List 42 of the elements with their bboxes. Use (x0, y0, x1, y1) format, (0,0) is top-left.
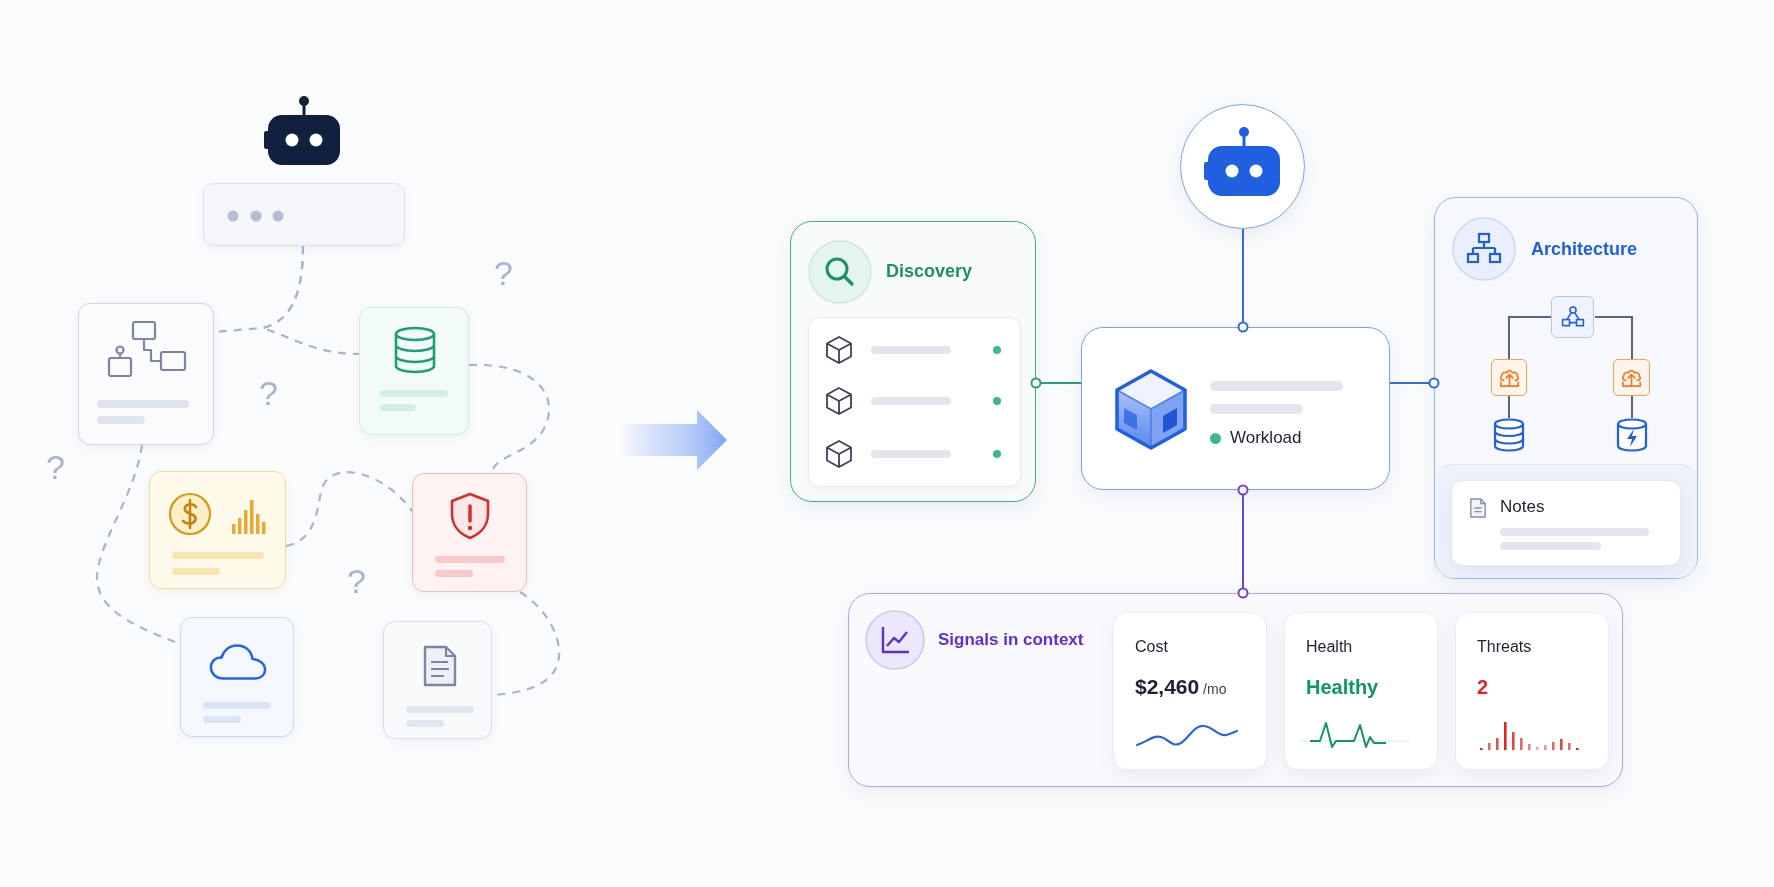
metric-label: Cost (1135, 638, 1168, 657)
metric-card (1284, 612, 1438, 770)
signals-panel (848, 593, 1623, 787)
metric-label: Threats (1477, 638, 1532, 657)
notes-card (1451, 480, 1681, 566)
metric-card (1113, 612, 1267, 770)
discovery-panel (790, 221, 1036, 502)
metric-card (1455, 612, 1609, 770)
service-node (1613, 359, 1650, 396)
question-mark: ? (46, 448, 65, 488)
panel-title: Discovery (886, 261, 973, 282)
network-node (1551, 296, 1594, 338)
connector-line (1508, 395, 1510, 419)
connector-line (1237, 484, 1249, 599)
connector-line (1389, 377, 1440, 389)
panel-title: Signals in context (938, 630, 1084, 650)
metric-value: 2 (1477, 676, 1489, 699)
metric-label: Health (1306, 638, 1353, 657)
billing-card (149, 471, 286, 589)
question-mark: ? (494, 254, 513, 294)
service-node (1491, 359, 1527, 396)
workload-card (1081, 327, 1390, 490)
connector-line (1594, 316, 1633, 360)
connector-line (1631, 395, 1633, 419)
metric-value: Healthy (1306, 676, 1379, 699)
chat-bubble (203, 183, 405, 246)
question-mark: ? (259, 374, 278, 414)
question-mark: ? (347, 562, 366, 602)
card-title: Notes (1500, 497, 1545, 517)
flowchart-card (78, 303, 214, 445)
connector-line (1508, 316, 1552, 360)
dashed-connector (285, 471, 413, 548)
cloud-card (180, 617, 294, 737)
connector-line (1237, 228, 1249, 333)
architecture-panel (1434, 197, 1698, 579)
database-card (359, 307, 469, 435)
node-label: Workload (1230, 428, 1302, 448)
metric-value: $2,460 /mo (1135, 675, 1227, 700)
security-card (412, 473, 527, 592)
panel-title: Architecture (1531, 239, 1638, 260)
connector-line (1030, 377, 1082, 389)
document-card (383, 621, 492, 739)
